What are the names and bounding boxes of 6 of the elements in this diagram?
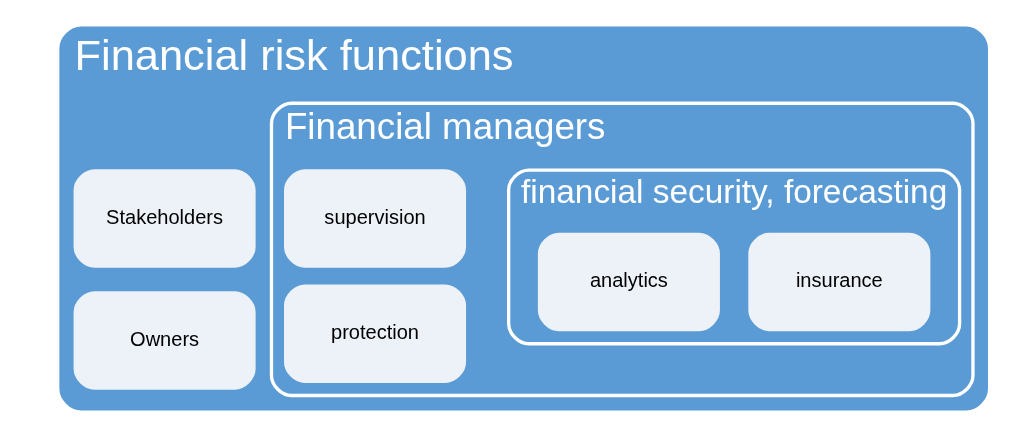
node-box: analytics [537,232,720,332]
node-box: supervision [283,169,466,268]
node-box: insurance [747,232,930,332]
node-box: Owners [73,291,256,390]
node-box: Stakeholders [73,169,256,268]
node-box: protection [283,284,466,383]
